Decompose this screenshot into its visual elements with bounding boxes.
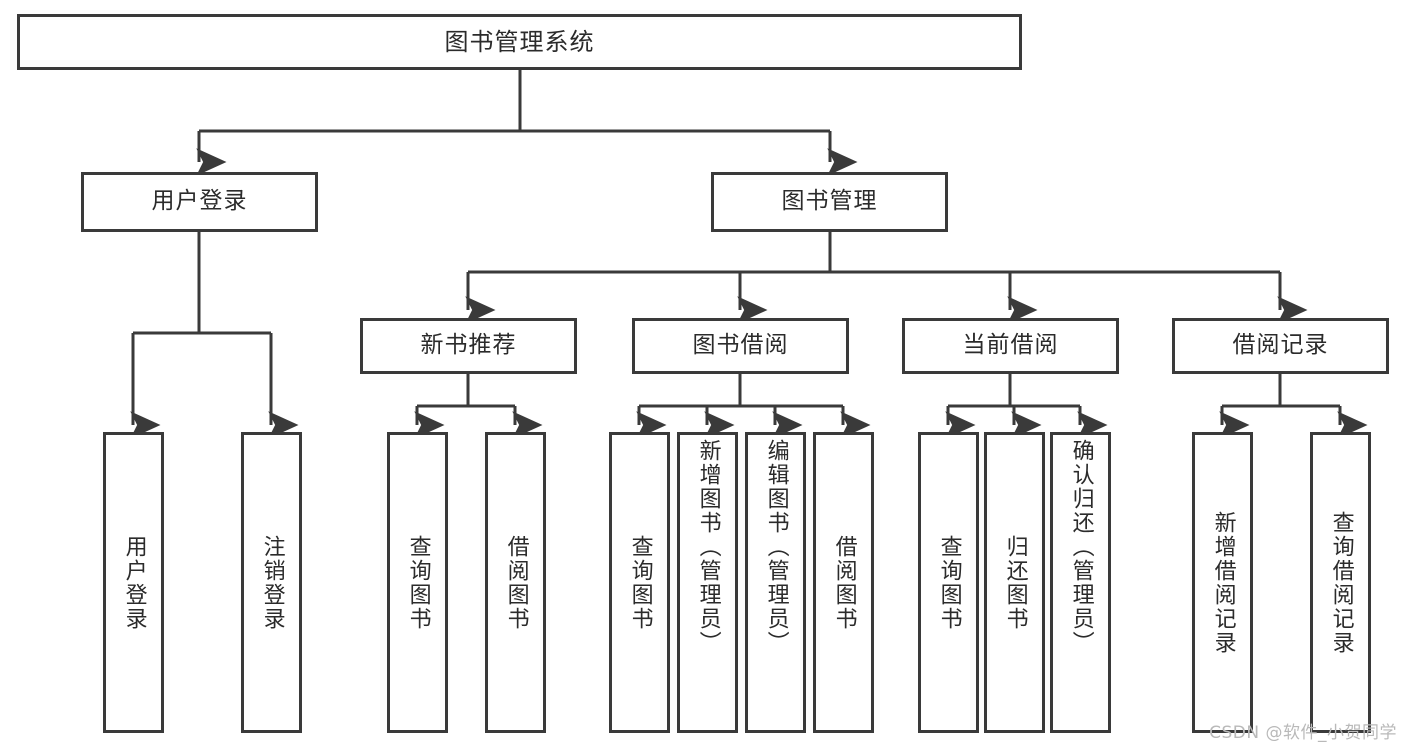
leaf-book-borrow-edit-book-admin[interactable]: 编辑图书（管理员）	[745, 432, 806, 733]
node-label: 借阅记录	[1232, 332, 1329, 359]
leaf-new-book-query-book[interactable]: 查询图书	[387, 432, 448, 733]
leaf-borrow-record-add-record[interactable]: 新增借阅记录	[1192, 432, 1253, 733]
node-label: 查询图书	[936, 534, 962, 631]
node-label: 图书借阅	[692, 332, 789, 359]
node-label: 新增借阅记录	[1210, 510, 1236, 655]
node-borrow-record[interactable]: 借阅记录	[1172, 318, 1389, 374]
node-new-book-recommend[interactable]: 新书推荐	[360, 318, 577, 374]
leaf-user-login-logout[interactable]: 注销登录	[241, 432, 302, 733]
node-book-borrow[interactable]: 图书借阅	[632, 318, 849, 374]
leaf-new-book-borrow-book[interactable]: 借阅图书	[485, 432, 546, 733]
node-label: 查询图书	[627, 534, 653, 631]
node-label: 借阅图书	[831, 534, 857, 631]
node-label: 新书推荐	[420, 332, 517, 359]
node-label: 编辑图书（管理员）	[763, 439, 789, 655]
node-root-book-management-system[interactable]: 图书管理系统	[17, 14, 1022, 70]
node-label: 新增图书（管理员）	[695, 439, 721, 655]
node-label: 查询借阅记录	[1328, 510, 1354, 655]
leaf-book-borrow-borrow-book[interactable]: 借阅图书	[813, 432, 874, 733]
node-label: 注销登录	[259, 534, 285, 631]
node-label: 归还图书	[1002, 534, 1028, 631]
leaf-user-login-login[interactable]: 用户登录	[103, 432, 164, 733]
node-label: 借阅图书	[503, 534, 529, 631]
node-current-borrow[interactable]: 当前借阅	[902, 318, 1119, 374]
node-user-login[interactable]: 用户登录	[81, 172, 318, 232]
node-label: 确认归还（管理员）	[1068, 439, 1094, 655]
node-book-management[interactable]: 图书管理	[711, 172, 948, 232]
node-label: 图书管理	[781, 188, 878, 215]
node-label: 图书管理系统	[444, 27, 595, 56]
csdn-watermark: CSDN @软件_小贺同学	[1209, 723, 1397, 743]
node-label: 当前借阅	[962, 332, 1059, 359]
leaf-current-borrow-return-book[interactable]: 归还图书	[984, 432, 1045, 733]
node-label: 用户登录	[151, 188, 248, 215]
leaf-borrow-record-query-record[interactable]: 查询借阅记录	[1310, 432, 1371, 733]
leaf-book-borrow-query-book[interactable]: 查询图书	[609, 432, 670, 733]
leaf-current-borrow-query-book[interactable]: 查询图书	[918, 432, 979, 733]
leaf-current-borrow-confirm-return-admin[interactable]: 确认归还（管理员）	[1050, 432, 1111, 733]
node-label: 查询图书	[405, 534, 431, 631]
node-label: 用户登录	[121, 534, 147, 631]
leaf-book-borrow-add-book-admin[interactable]: 新增图书（管理员）	[677, 432, 738, 733]
